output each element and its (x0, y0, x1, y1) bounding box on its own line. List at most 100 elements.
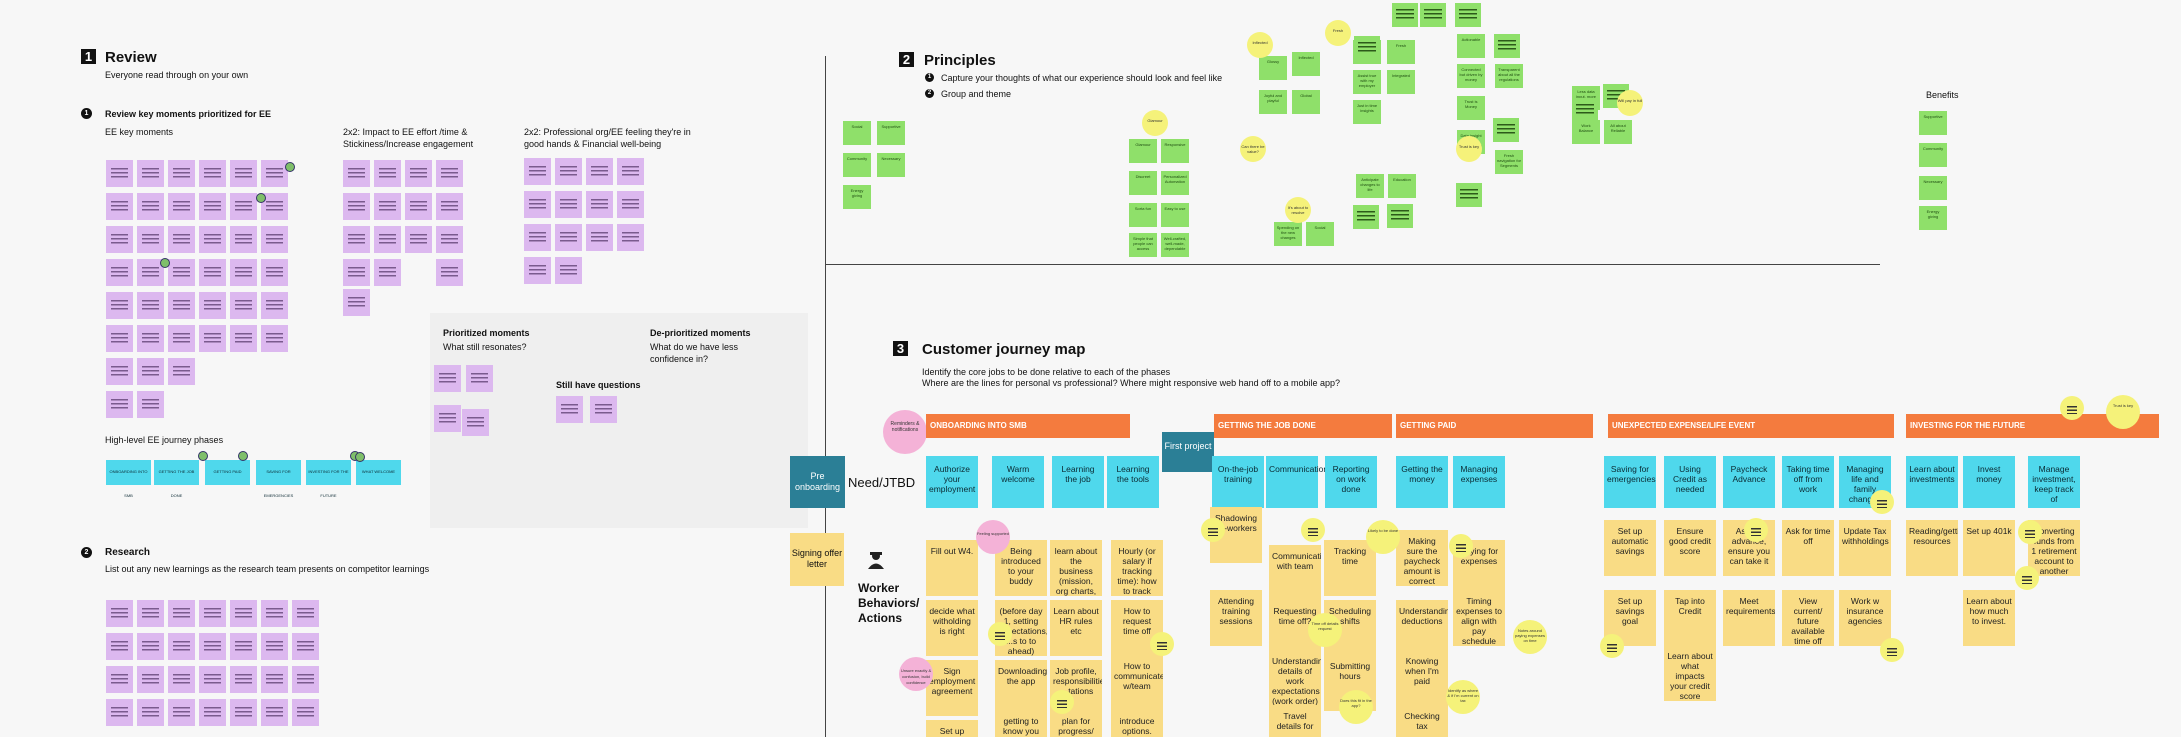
sticky-note[interactable] (261, 666, 288, 693)
sticky-note[interactable] (137, 292, 164, 319)
comment-bubble[interactable] (2018, 520, 2042, 544)
principle-note[interactable]: Work Balance (1572, 120, 1600, 144)
action-card[interactable]: Work w insurance agencies (1839, 590, 1891, 646)
comment-bubble[interactable] (1449, 534, 1473, 558)
job-card[interactable]: Paycheck Advance (1723, 456, 1775, 508)
sticky-note[interactable] (168, 160, 195, 187)
job-card[interactable]: Warm welcome (992, 456, 1044, 508)
sticky-note[interactable] (261, 633, 288, 660)
principle-note[interactable]: Social (1306, 222, 1334, 246)
job-card[interactable]: On-the-job training (1212, 456, 1264, 508)
principle-note[interactable]: Actionable (1457, 34, 1485, 58)
sticky-note[interactable] (555, 257, 582, 284)
sticky-note[interactable] (524, 257, 551, 284)
sticky-note[interactable] (230, 259, 257, 286)
question-note[interactable] (590, 396, 617, 423)
sticky-note[interactable] (617, 191, 644, 218)
action-card[interactable]: Learn about what impacts your credit sco… (1664, 645, 1716, 701)
principle-note[interactable]: Trust is Money (1457, 96, 1485, 120)
principle-note[interactable]: Community (843, 153, 871, 177)
sticky-note[interactable] (586, 224, 613, 251)
action-card[interactable]: Checking tax (1396, 705, 1448, 737)
job-card[interactable]: Reporting on work done (1325, 456, 1377, 508)
signing-offer-card[interactable]: Signing offer letter (790, 533, 844, 586)
sticky-note[interactable] (230, 160, 257, 187)
sticky-note[interactable] (230, 193, 257, 220)
action-card[interactable]: How to communicate w/team (1111, 655, 1163, 711)
sticky-note[interactable] (199, 226, 226, 253)
principle-note[interactable] (1420, 3, 1446, 27)
pre-onboarding-card[interactable]: Pre onboarding (790, 456, 845, 508)
prioritized-note[interactable] (466, 365, 493, 392)
sticky-note[interactable] (199, 160, 226, 187)
job-card[interactable]: Using Credit as needed (1664, 456, 1716, 508)
question-note[interactable] (556, 396, 583, 423)
action-card[interactable]: Hourly (or salary if tracking time): how… (1111, 540, 1163, 596)
action-card[interactable]: Ensure good credit score (1664, 520, 1716, 576)
sticky-note[interactable] (261, 226, 288, 253)
journey-phase-chip[interactable]: WHAT WELCOME (356, 460, 401, 485)
sticky-note[interactable] (137, 600, 164, 627)
journey-phase-chip[interactable]: SAVING FOR EMERGENCIES (256, 460, 301, 498)
sticky-note[interactable] (168, 666, 195, 693)
sticky-note[interactable] (199, 292, 226, 319)
principle-note[interactable]: Just in time insights (1353, 100, 1381, 124)
sticky-note[interactable] (106, 193, 133, 220)
sticky-note[interactable] (555, 191, 582, 218)
principle-bubble[interactable]: Trust is key (1456, 136, 1482, 162)
principle-note[interactable]: Sorta fun (1129, 203, 1157, 227)
sticky-note[interactable] (524, 224, 551, 251)
job-card[interactable]: Managing expenses (1453, 456, 1505, 508)
action-card[interactable]: Being introduced to your buddy (995, 540, 1047, 596)
principle-note[interactable]: Necessary (1919, 176, 1947, 200)
job-card[interactable]: Authorize your employment (926, 456, 978, 508)
vote-dot[interactable] (160, 258, 170, 268)
sticky-note[interactable] (524, 191, 551, 218)
action-card[interactable]: plan for progress/ (1050, 710, 1102, 737)
principle-note[interactable]: Joyful and playful (1259, 90, 1287, 114)
sticky-note[interactable] (137, 259, 164, 286)
sticky-note[interactable] (199, 325, 226, 352)
principle-note[interactable]: Connected but driven by money (1457, 64, 1485, 88)
comment-bubble[interactable] (1301, 518, 1325, 542)
job-card[interactable]: Learn about investments (1906, 456, 1958, 508)
sticky-note[interactable] (230, 666, 257, 693)
sticky-note[interactable] (374, 226, 401, 253)
principle-note[interactable]: Integrated (1387, 70, 1415, 94)
principle-note[interactable]: Discreet (1129, 171, 1157, 195)
sticky-note[interactable] (617, 158, 644, 185)
comment-bubble[interactable] (1870, 490, 1894, 514)
action-card[interactable]: Meet requirements (1723, 590, 1775, 646)
sticky-note[interactable] (374, 193, 401, 220)
action-card[interactable]: Learn about HR rules etc (1050, 600, 1102, 656)
sticky-note[interactable] (230, 633, 257, 660)
journey-phase-chip[interactable]: GETTING THE JOB DONE (154, 460, 199, 498)
sticky-note[interactable] (168, 358, 195, 385)
principle-note[interactable] (1392, 3, 1418, 27)
vote-dot[interactable] (355, 452, 365, 462)
sticky-note[interactable] (199, 633, 226, 660)
action-card[interactable]: Travel details for (1269, 705, 1321, 737)
job-card[interactable]: Communication (1266, 456, 1328, 508)
comment-bubble[interactable] (1880, 638, 1904, 662)
principle-note[interactable] (1455, 3, 1481, 27)
sticky-note[interactable] (137, 160, 164, 187)
sticky-note[interactable] (292, 699, 319, 726)
sticky-note[interactable] (436, 160, 463, 187)
principle-note[interactable] (1354, 36, 1380, 60)
comment-bubble[interactable] (988, 622, 1012, 646)
sticky-note[interactable] (343, 259, 370, 286)
sticky-note[interactable] (343, 226, 370, 253)
principle-bubble[interactable]: Fresh (1325, 20, 1351, 46)
sticky-note[interactable] (261, 699, 288, 726)
action-card[interactable]: Tap into Credit (1664, 590, 1716, 646)
action-card[interactable]: decide what witholding is right (926, 600, 978, 656)
action-card[interactable]: Reading/getting resources (1906, 520, 1958, 576)
action-card[interactable]: Making sure the paycheck amount is corre… (1396, 530, 1448, 586)
job-card[interactable]: Saving for emergencies (1604, 456, 1656, 508)
sticky-note[interactable] (374, 160, 401, 187)
sticky-note[interactable] (343, 193, 370, 220)
cjm-small-note[interactable]: Trust is key (2106, 395, 2140, 429)
principle-bubble[interactable]: It's about to resolve (1285, 197, 1311, 223)
prioritized-note[interactable] (434, 405, 461, 432)
